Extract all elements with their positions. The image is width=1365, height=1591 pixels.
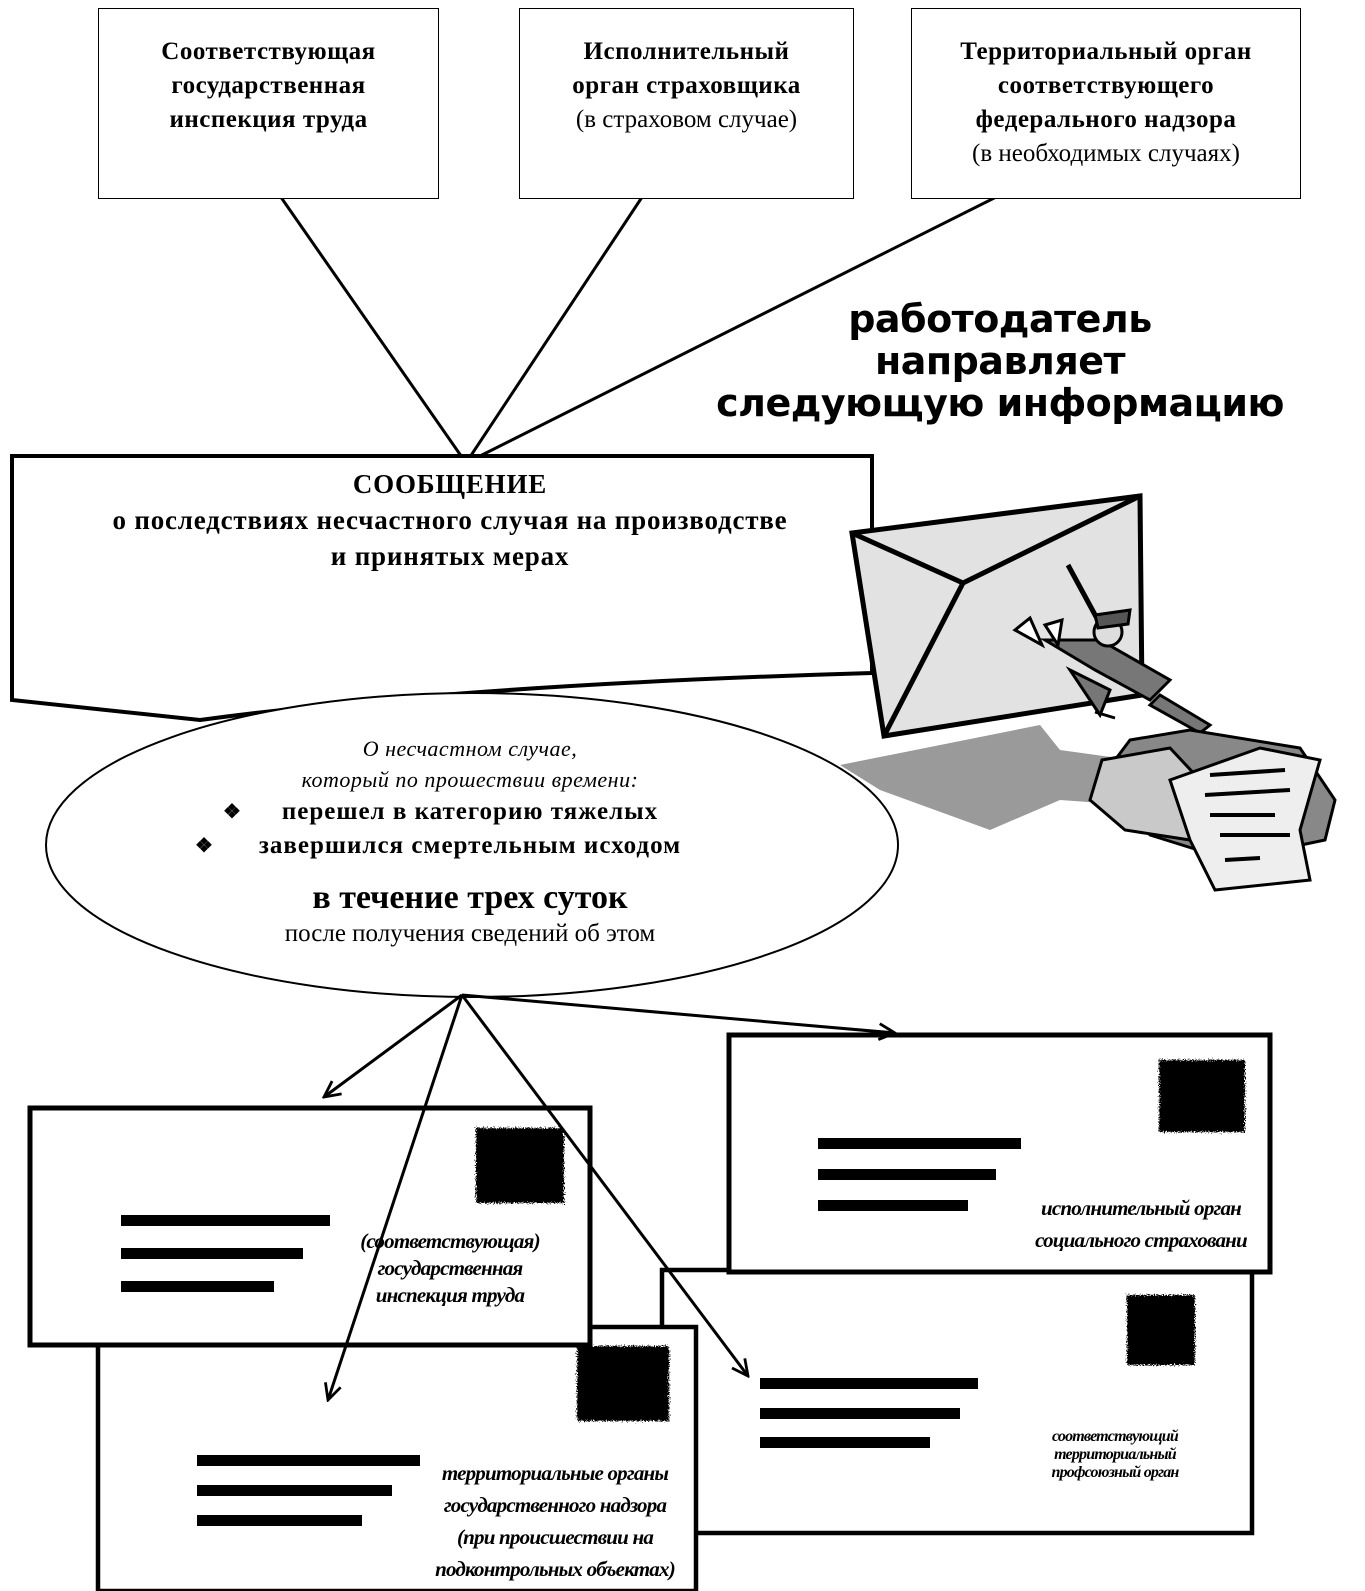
box-federal-supervision: Территориальный орган соответствующего ф… <box>911 8 1301 199</box>
env-label-union: соответствующий территориальный профсоюз… <box>1000 1428 1230 1482</box>
box-line: Территориальный орган <box>960 38 1252 65</box>
bullet-icon: ❖ <box>223 801 242 823</box>
deadline: в течение трех суток <box>312 879 628 916</box>
box-line: инспекция труда <box>169 106 368 133</box>
box-note: (в необходимых случаях) <box>972 140 1240 167</box>
slogan-line: работодатель <box>848 297 1152 341</box>
box-line: государственная <box>171 72 366 99</box>
env-label-labour: (соответствующая) государственная инспек… <box>330 1228 570 1309</box>
oval-text: О несчастном случае, который по прошеств… <box>120 733 820 949</box>
box-note: (в страховом случае) <box>575 106 798 133</box>
slogan-line: следующую информацию <box>716 381 1284 425</box>
message-title: СООБЩЕНИЕ <box>352 469 548 499</box>
message-text: СООБЩЕНИЕ о последствиях несчастного слу… <box>30 466 870 574</box>
env-label-social: исполнительный орган социального страхов… <box>1010 1192 1272 1256</box>
env-line: исполнительный орган <box>1040 1196 1242 1220</box>
env-line: профсоюзный орган <box>1051 1464 1179 1481</box>
oval-intro: О несчастном случае, <box>362 736 578 761</box>
box-labour-inspection: Соответствующая государственная инспекци… <box>98 8 439 199</box>
message-line: о последствиях несчастного случая на про… <box>112 505 788 535</box>
env-line: инспекция труда <box>375 1283 525 1307</box>
bullet-text: завершился смертельным исходом <box>258 832 682 859</box>
env-line: (при происшествии на <box>456 1525 654 1549</box>
env-line: соответствующий <box>1051 1428 1179 1445</box>
env-line: социального страховани <box>1035 1228 1248 1252</box>
oval-bullet: ❖ завершился смертельным исходом <box>120 829 820 863</box>
box-line: Соответствующая <box>161 38 376 65</box>
message-box <box>10 454 874 723</box>
box-line: соответствующего <box>997 72 1215 99</box>
box-line: Исполнительный <box>583 38 790 65</box>
slogan-line: направляет <box>874 339 1126 383</box>
env-label-supervision: территориальные органы государственного … <box>410 1457 700 1585</box>
env-line: государственная <box>377 1256 524 1280</box>
oval-intro: который по прошествии времени: <box>301 767 639 792</box>
arrow-to-env-social <box>461 993 895 1033</box>
env-line: территориальные органы <box>441 1461 669 1485</box>
arrow-to-supervision <box>465 180 1030 465</box>
arrow-to-insurer <box>464 170 660 464</box>
slogan: работодатель направляет следующую информ… <box>700 298 1300 424</box>
envelope-social-insurance <box>726 1032 1273 1275</box>
top-arrows <box>262 170 1030 465</box>
crumpled-papers <box>1088 728 1337 892</box>
box-line: орган страховщика <box>572 72 801 99</box>
arrow-to-env-labour <box>324 993 463 1097</box>
oval-bullet: ❖ перешел в категорию тяжелых <box>120 795 820 829</box>
arrow-to-labour-inspection <box>262 170 468 464</box>
envelope-union-body <box>659 1267 1255 1536</box>
envelope-labour-inspection <box>27 1105 593 1348</box>
env-line: (соответствующая) <box>360 1229 540 1253</box>
arrow-to-env-supervision <box>328 994 464 1400</box>
bullet-icon: ❖ <box>195 835 214 857</box>
env-line: государственного надзора <box>443 1493 667 1517</box>
envelope-state-supervision <box>95 1324 699 1591</box>
env-line: территориальный <box>1054 1446 1177 1463</box>
box-line: федерального надзора <box>975 106 1237 133</box>
bottom-arrows <box>324 993 895 1400</box>
box-insurer: Исполнительный орган страховщика (в стра… <box>519 8 854 199</box>
man-figure <box>1012 608 1213 735</box>
arrow-to-env-union <box>460 994 748 1376</box>
message-line: и принятых мерах <box>330 541 570 571</box>
bullet-text: перешел в категорию тяжелых <box>281 798 659 825</box>
deadline-note: после получения сведений об этом <box>284 920 656 947</box>
envelope-clipart <box>840 493 1337 892</box>
env-line: подконтрольных объектах) <box>435 1557 676 1581</box>
